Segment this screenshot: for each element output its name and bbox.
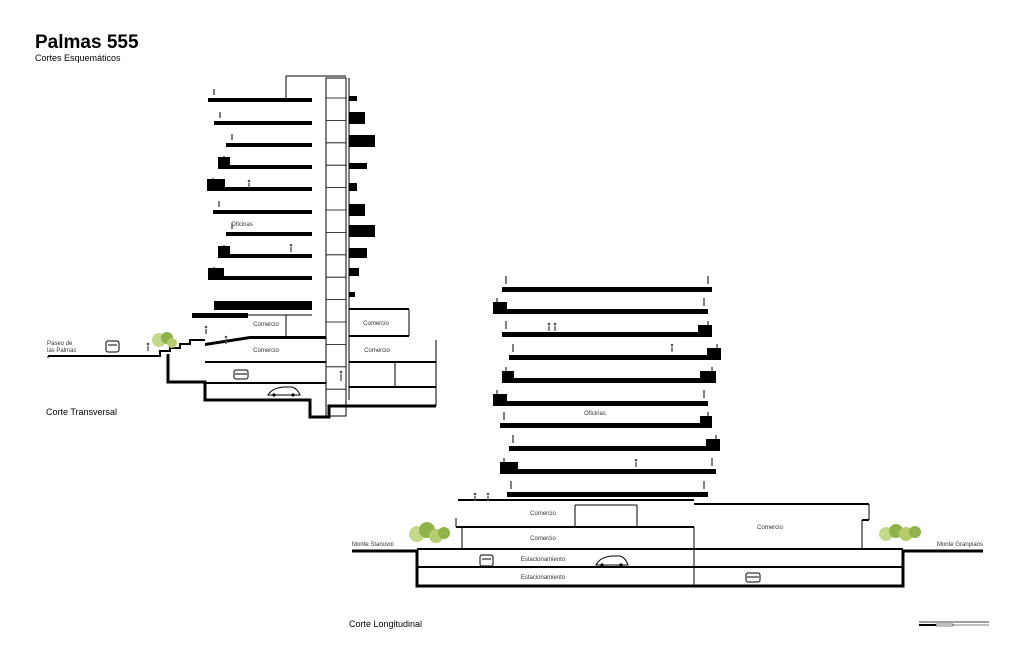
balcony-block — [349, 135, 375, 147]
person-icon — [204, 325, 208, 334]
person-icon — [289, 243, 293, 252]
balcony-block — [349, 163, 367, 169]
page-title: Palmas 555 — [35, 32, 139, 53]
floor-slab — [226, 143, 312, 147]
floor-slab — [493, 401, 708, 406]
floor-slab — [208, 276, 312, 280]
person-icon — [224, 335, 228, 344]
commerce-right-label: Comercio — [757, 525, 783, 531]
person-icon — [553, 322, 557, 331]
core-floor-lines — [326, 97, 346, 390]
street-label-line1: Paseo de — [47, 341, 73, 347]
balcony-block — [698, 325, 712, 337]
commerce-lower-left-label: Comercio — [253, 348, 279, 354]
floor-slab — [208, 98, 312, 102]
floor-slab — [207, 187, 312, 191]
floor-slab — [214, 121, 312, 125]
person-icon — [486, 492, 490, 501]
floor-slab — [218, 165, 312, 169]
street-label-line2: las Palmas — [47, 348, 76, 354]
person-icon — [547, 322, 551, 331]
balcony-block — [349, 248, 367, 258]
person-icon — [339, 370, 343, 381]
longitudinal-section: Oficinas Comercio Comercio Comercio Esta… — [352, 276, 983, 588]
balcony-block — [349, 183, 357, 191]
person-icon — [634, 458, 638, 467]
balcony-block — [218, 246, 230, 258]
floor-slab — [509, 446, 720, 451]
balcony-block — [502, 371, 514, 383]
balcony-block — [700, 416, 712, 428]
floor-slab — [502, 378, 716, 383]
balcony-block — [208, 268, 224, 280]
floor-slab — [502, 332, 712, 337]
balcony-block — [218, 157, 230, 169]
transversal-section: Oficinas Comercio Comercio Comercio Come… — [47, 75, 437, 419]
offices-label: Oficinas — [231, 222, 253, 228]
right-balconies — [349, 96, 375, 297]
balcony-block — [207, 179, 225, 191]
car-icon — [745, 572, 761, 583]
floor-slab — [213, 210, 312, 214]
podium-slab — [214, 301, 312, 310]
commerce-lower-right-label: Comercio — [364, 348, 390, 354]
balcony-block — [349, 225, 375, 237]
street-left-label: Monte Stanovoi — [352, 542, 394, 548]
balcony-block — [500, 462, 518, 474]
floor-slab — [509, 355, 721, 360]
office-slabs — [493, 276, 721, 497]
car-icon — [267, 386, 301, 397]
tree-icon — [409, 522, 450, 543]
commerce-lower-label: Comercio — [530, 536, 556, 542]
transversal-caption: Corte Transversal — [46, 407, 118, 417]
person-icon — [146, 342, 150, 351]
bus-icon — [105, 340, 120, 353]
elevator-core — [325, 77, 347, 417]
balcony-block — [349, 112, 365, 124]
tree-icon — [879, 524, 921, 541]
balcony-block — [493, 302, 507, 314]
floor-slab — [218, 254, 312, 258]
scale-bar — [919, 621, 989, 627]
balcony-block — [349, 204, 365, 216]
balcony-block — [349, 96, 357, 101]
car-icon — [595, 555, 629, 567]
offices-label: Oficinas — [584, 411, 606, 417]
car-icon — [233, 369, 249, 380]
balcony-block — [493, 394, 507, 406]
commerce-upper-right-label: Comercio — [363, 321, 389, 327]
floor-slab — [502, 287, 712, 292]
floor-slab — [500, 423, 712, 428]
street-right-label: Monte Granpians — [937, 542, 983, 548]
parking-lower-label: Estacionamiento — [521, 575, 566, 581]
floor-slab — [226, 232, 312, 236]
balcony-block — [700, 371, 716, 383]
person-icon — [247, 179, 251, 188]
longitudinal-caption: Corte Longitudinal — [349, 619, 423, 629]
floor-slab — [500, 469, 716, 474]
balcony-block — [707, 348, 721, 360]
bus-icon — [479, 554, 494, 567]
person-icon — [473, 492, 477, 501]
floor-slab — [507, 492, 708, 497]
balcony-block — [349, 268, 359, 276]
person-icon — [670, 343, 674, 352]
commerce-upper-label: Comercio — [530, 511, 556, 517]
balcony-block — [706, 439, 720, 451]
balcony-block — [349, 292, 355, 297]
tree-icon — [152, 332, 177, 348]
page-subtitle: Cortes Esquemáticos — [35, 53, 121, 63]
floor-slab — [493, 309, 708, 314]
left-office-slabs — [207, 89, 312, 280]
commerce-upper-left-label: Comercio — [253, 322, 279, 328]
parking-upper-label: Estacionamiento — [521, 557, 566, 563]
